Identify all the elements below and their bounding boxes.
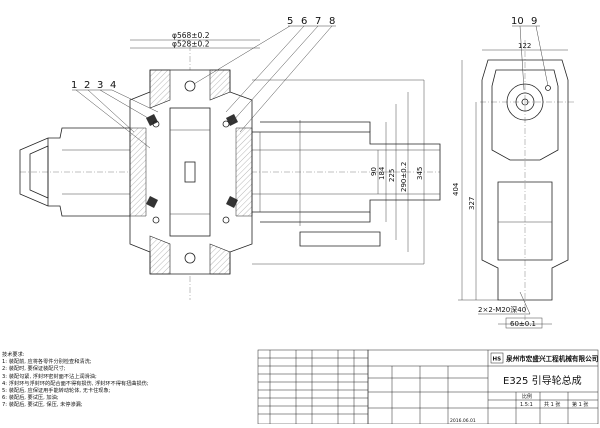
drawing-title: E325 引导轮总成 <box>503 374 582 387</box>
drawing-date: 2016.06.01 <box>450 418 476 424</box>
note-item: 6: 装配后, 要试压, 加油; <box>2 395 59 402</box>
dim-327: 327 <box>468 197 476 210</box>
notes-title: 技术要求: <box>2 352 25 358</box>
section-view: φ568±0.2 φ528±0.2 90 184 225 290±0.2 345… <box>19 16 441 300</box>
company-logo <box>490 352 504 364</box>
balloon-leaders-left: 1 2 3 4 <box>71 80 159 149</box>
note-item: 5: 装配后, 应保证用手能转动轮体, 无卡住现象; <box>2 388 111 395</box>
balloon-3: 3 <box>97 80 103 91</box>
note-item: 2: 装配时, 要保证装配尺寸; <box>2 366 66 373</box>
top-bolt <box>184 80 196 92</box>
note-item: 1: 装配前, 应将各零件分别检查和清洗; <box>2 359 92 366</box>
center-shaft <box>169 107 211 237</box>
side-view: 122 404 327 2×2-M20深40 60±0.1 10 9 <box>452 16 575 329</box>
parts-list <box>257 349 369 425</box>
left-bushing <box>129 127 147 217</box>
bolt-callout: 2×2-M20深40 <box>478 305 526 314</box>
right-bushing <box>235 127 253 217</box>
balloon-8: 8 <box>329 16 335 27</box>
rim-hatch-tl <box>149 69 171 109</box>
dim-290: 290±0.2 <box>400 162 408 192</box>
rim-hatch-bl <box>149 235 171 275</box>
bracket-upper-recess <box>491 69 559 161</box>
company-logo-text: HS <box>493 357 502 363</box>
balloon-5: 5 <box>287 16 293 27</box>
note-item: 3: 装配勾紧, 浮封环密封面不沾上润滑油; <box>2 373 97 380</box>
bracket-lower <box>299 231 381 247</box>
dim-225: 225 <box>388 169 396 182</box>
shaft-boss <box>506 83 544 121</box>
note-item: 7: 装配后, 要试压, 保压, 未停渗漏; <box>2 402 83 409</box>
bottom-bolt <box>184 252 196 264</box>
balloon-10: 10 <box>511 16 524 27</box>
sheets-total: 共 1 张 <box>544 401 560 408</box>
oil-plug <box>184 161 196 183</box>
scale-label: 比例 <box>522 393 532 400</box>
balloon-7: 7 <box>315 16 321 27</box>
dim-60: 60±0.1 <box>510 320 536 328</box>
balloon-4: 4 <box>110 80 116 91</box>
technical-notes: 技术要求: 1: 装配前, 应将各零件分别检查和清洗; 2: 装配时, 要保证装… <box>2 352 252 410</box>
balloon-leaders-top: 5 6 7 8 <box>193 16 336 133</box>
bracket-lower-block <box>497 181 553 261</box>
note-item: 4: 浮封环与浮封环的配合面不得有损伤, 浮封环不得有扭曲损伤; <box>2 380 149 387</box>
company-name: 泉州市宏盛兴工程机械有限公司 <box>506 354 598 363</box>
dim-122: 122 <box>518 42 531 50</box>
rim-hatch-br <box>209 243 231 275</box>
balloon-9: 9 <box>531 16 537 27</box>
sheet-number: 第 1 张 <box>572 401 588 408</box>
title-block: HS 泉州市宏盛兴工程机械有限公司 E325 引导轮总成 比例 1.5:1 共 … <box>367 349 598 425</box>
bracket-outline <box>481 59 569 301</box>
rim-hatch-tr <box>209 69 231 101</box>
dim-345: 345 <box>416 167 424 180</box>
scale-value: 1.5:1 <box>520 402 533 408</box>
dim-528: φ528±0.2 <box>172 40 210 49</box>
dim-568: φ568±0.2 <box>172 31 210 40</box>
balloon-1: 1 <box>71 80 77 91</box>
balloon-6: 6 <box>301 16 307 27</box>
dim-404: 404 <box>452 182 460 196</box>
dim-90: 90 <box>370 167 378 176</box>
balloon-2: 2 <box>84 80 90 91</box>
dim-184: 184 <box>378 166 386 180</box>
right-shaft <box>232 131 441 213</box>
